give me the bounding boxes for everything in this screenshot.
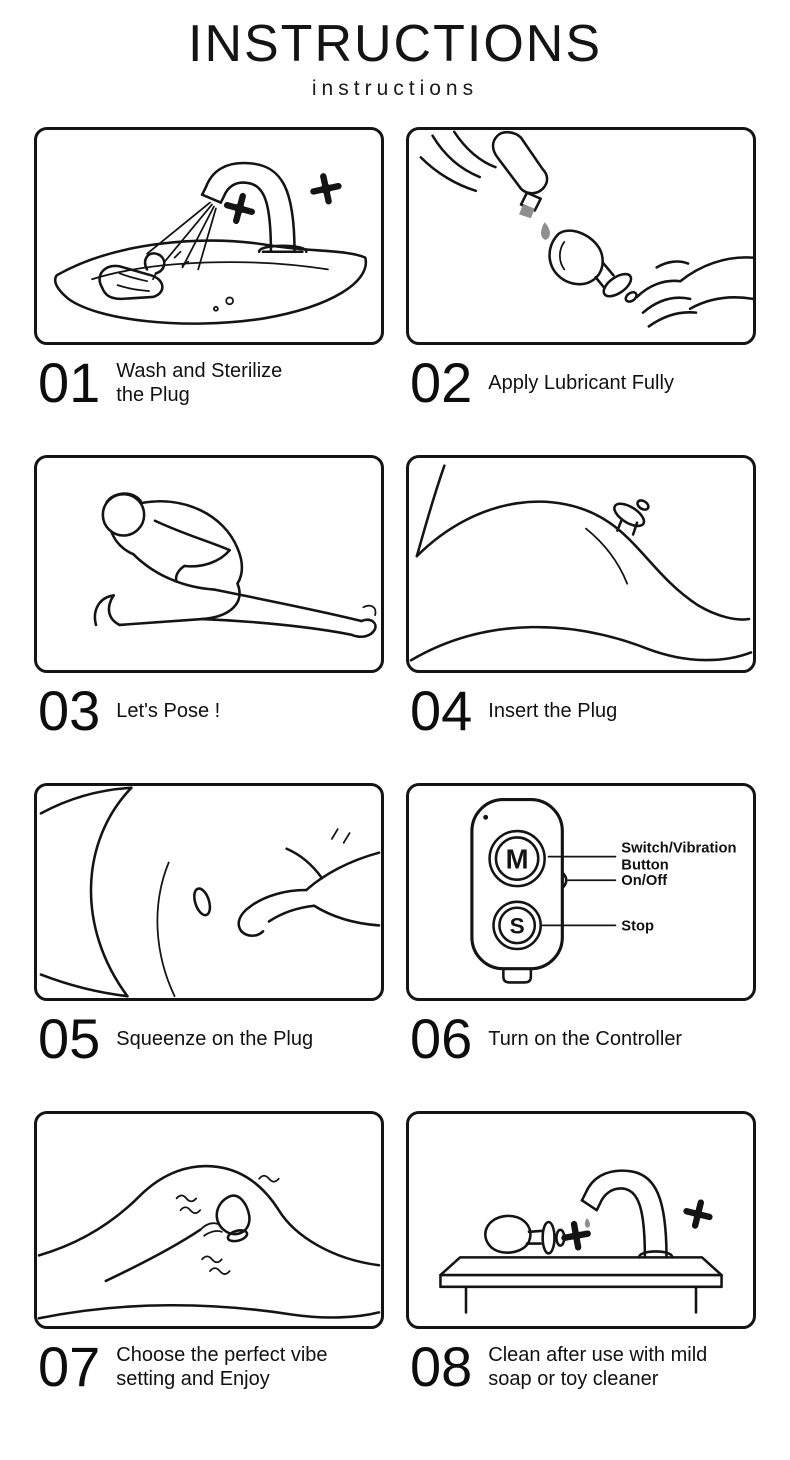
step-number: 06 (410, 1007, 473, 1071)
step-02-caption-row: 02 Apply Lubricant Fully (406, 355, 756, 411)
step-04-caption-row: 04 Insert the Plug (406, 683, 756, 739)
step-06: M S Switc (406, 783, 756, 1067)
step-02-panel (406, 127, 756, 346)
step-number: 07 (38, 1335, 101, 1399)
step-06-caption-row: 06 Turn on the Controller (406, 1011, 756, 1067)
step-03-caption-row: 03 Let's Pose ! (34, 683, 384, 739)
step-05-panel (34, 783, 384, 1002)
controller-label-onoff: On/Off (621, 873, 667, 889)
faucet-handle-icon (223, 193, 256, 225)
step-08-panel (406, 1111, 756, 1330)
page-subtitle: instructions (311, 77, 479, 101)
step-07: 07 Choose the perfect vibe setting and E… (34, 1111, 384, 1395)
enjoy-vibe-illustration (37, 1165, 381, 1320)
step-caption: Apply Lubricant Fully (488, 372, 674, 395)
steps-grid: 01 Wash and Sterilize the Plug (0, 127, 790, 1395)
step-number: 08 (410, 1335, 473, 1399)
step-01-caption-row: 01 Wash and Sterilize the Plug (34, 355, 384, 411)
led-indicator-icon (483, 815, 489, 820)
step-08: 08 Clean after use with mild soap or toy… (406, 1111, 756, 1395)
controller-label-stop: Stop (621, 919, 654, 935)
step-caption: Turn on the Controller (488, 1028, 683, 1051)
step-number: 01 (38, 351, 101, 415)
step-caption: Insert the Plug (488, 700, 618, 723)
mode-button: M (488, 829, 546, 888)
step-02: 02 Apply Lubricant Fully (406, 127, 756, 411)
step-03: 03 Let's Pose ! (34, 455, 384, 739)
insert-plug-illustration (409, 464, 753, 662)
button-s-label: S (510, 913, 525, 938)
remote-controller-illustration: M S Switc (470, 798, 736, 984)
step-caption: Wash and Sterilize the Plug (116, 360, 283, 407)
button-m-label: M (506, 844, 529, 875)
step-07-panel (34, 1111, 384, 1330)
wash-plug-under-faucet-illustration (53, 161, 368, 326)
controller-label-switch-line2: Button (621, 858, 668, 874)
step-07-caption-row: 07 Choose the perfect vibe setting and E… (34, 1339, 384, 1395)
faucet-handle-icon (310, 173, 342, 205)
step-number: 05 (38, 1007, 101, 1071)
step-caption: Clean after use with mild soap or toy cl… (488, 1344, 708, 1391)
step-08-caption-row: 08 Clean after use with mild soap or toy… (406, 1339, 756, 1395)
step-03-panel (34, 455, 384, 674)
step-05: 05 Squeenze on the Plug (34, 783, 384, 1067)
step-caption: Choose the perfect vibe setting and Enjo… (116, 1344, 328, 1391)
clean-after-use-illustration (439, 1169, 723, 1314)
step-caption: Let's Pose ! (116, 700, 221, 723)
controller-label-switch-line1: Switch/Vibration (621, 841, 736, 857)
power-switch-icon (561, 871, 568, 890)
step-01: 01 Wash and Sterilize the Plug (34, 127, 384, 411)
faucet-handle-icon (683, 1199, 713, 1229)
step-01-panel (34, 127, 384, 346)
squeeze-plug-illustration (39, 786, 381, 998)
step-caption: Squeenze on the Plug (116, 1028, 314, 1051)
step-04-panel (406, 455, 756, 674)
page-title: INSTRUCTIONS (188, 15, 602, 73)
pose-illustration (93, 492, 377, 639)
lanyard-tab (502, 967, 533, 984)
apply-lubricant-illustration (419, 130, 753, 328)
controller-body (470, 798, 564, 971)
step-06-panel: M S Switc (406, 783, 756, 1002)
faucet-handle-icon (561, 1221, 591, 1251)
step-number: 04 (410, 679, 473, 743)
step-number: 03 (38, 679, 101, 743)
stop-button: S (492, 900, 542, 951)
step-05-caption-row: 05 Squeenze on the Plug (34, 1011, 384, 1067)
step-04: 04 Insert the Plug (406, 455, 756, 739)
step-number: 02 (410, 351, 473, 415)
